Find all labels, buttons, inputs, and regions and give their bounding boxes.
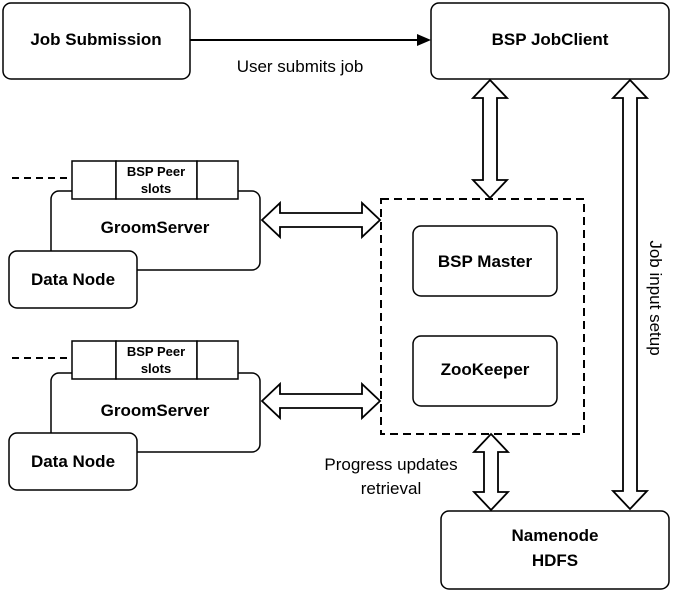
groom2-server-label: GroomServer	[101, 401, 210, 420]
groom2-slots-line2: slots	[141, 361, 171, 376]
job-input-arrow	[610, 78, 650, 511]
jobclient-box	[430, 2, 670, 80]
groom1-slot-right	[196, 160, 239, 200]
groom2-peer-slots: BSP Peer slots	[71, 340, 239, 380]
jobclient-master-arrow	[470, 78, 510, 200]
zookeeper-label: ZooKeeper	[441, 360, 530, 379]
groom2-slot-right	[196, 340, 239, 380]
groom2-data-node-label: Data Node	[31, 452, 115, 471]
namenode-box	[440, 510, 670, 590]
groom1-slots-line2: slots	[141, 181, 171, 196]
groom1-data-node-label: Data Node	[31, 270, 115, 289]
job-input-setup-label: Job input setup	[646, 240, 665, 355]
groom1-slot-middle	[115, 160, 198, 200]
groom1-slots-line1: BSP Peer	[127, 164, 185, 179]
groom1-slot-left	[71, 160, 117, 200]
zookeeper-box	[412, 335, 558, 407]
master-namenode-arrow	[471, 432, 511, 512]
groom1-peer-slots: BSP Peer slots	[71, 160, 239, 200]
groom2-master-arrow	[260, 381, 382, 421]
jobclient-label: BSP JobClient	[492, 30, 609, 49]
progress-label-line2: retrieval	[361, 479, 421, 498]
user-submits-label: User submits job	[237, 57, 364, 76]
namenode-label: Namenode	[512, 526, 599, 545]
bsp-master-label: BSP Master	[438, 252, 533, 271]
groom2-slots-line1: BSP Peer	[127, 344, 185, 359]
bsp-master-box	[412, 225, 558, 297]
progress-label-line1: Progress updates	[324, 455, 457, 474]
groom2-data-node-box	[8, 432, 138, 491]
submit-arrow-head	[417, 34, 431, 46]
groom1-server-label: GroomServer	[101, 218, 210, 237]
groom1-master-arrow	[260, 200, 382, 240]
job-submission-label: Job Submission	[30, 30, 161, 49]
groom2-slot-left	[71, 340, 117, 380]
master-group-boundary	[380, 198, 585, 435]
groom1-data-node-box	[8, 250, 138, 309]
hdfs-label: HDFS	[532, 551, 578, 570]
